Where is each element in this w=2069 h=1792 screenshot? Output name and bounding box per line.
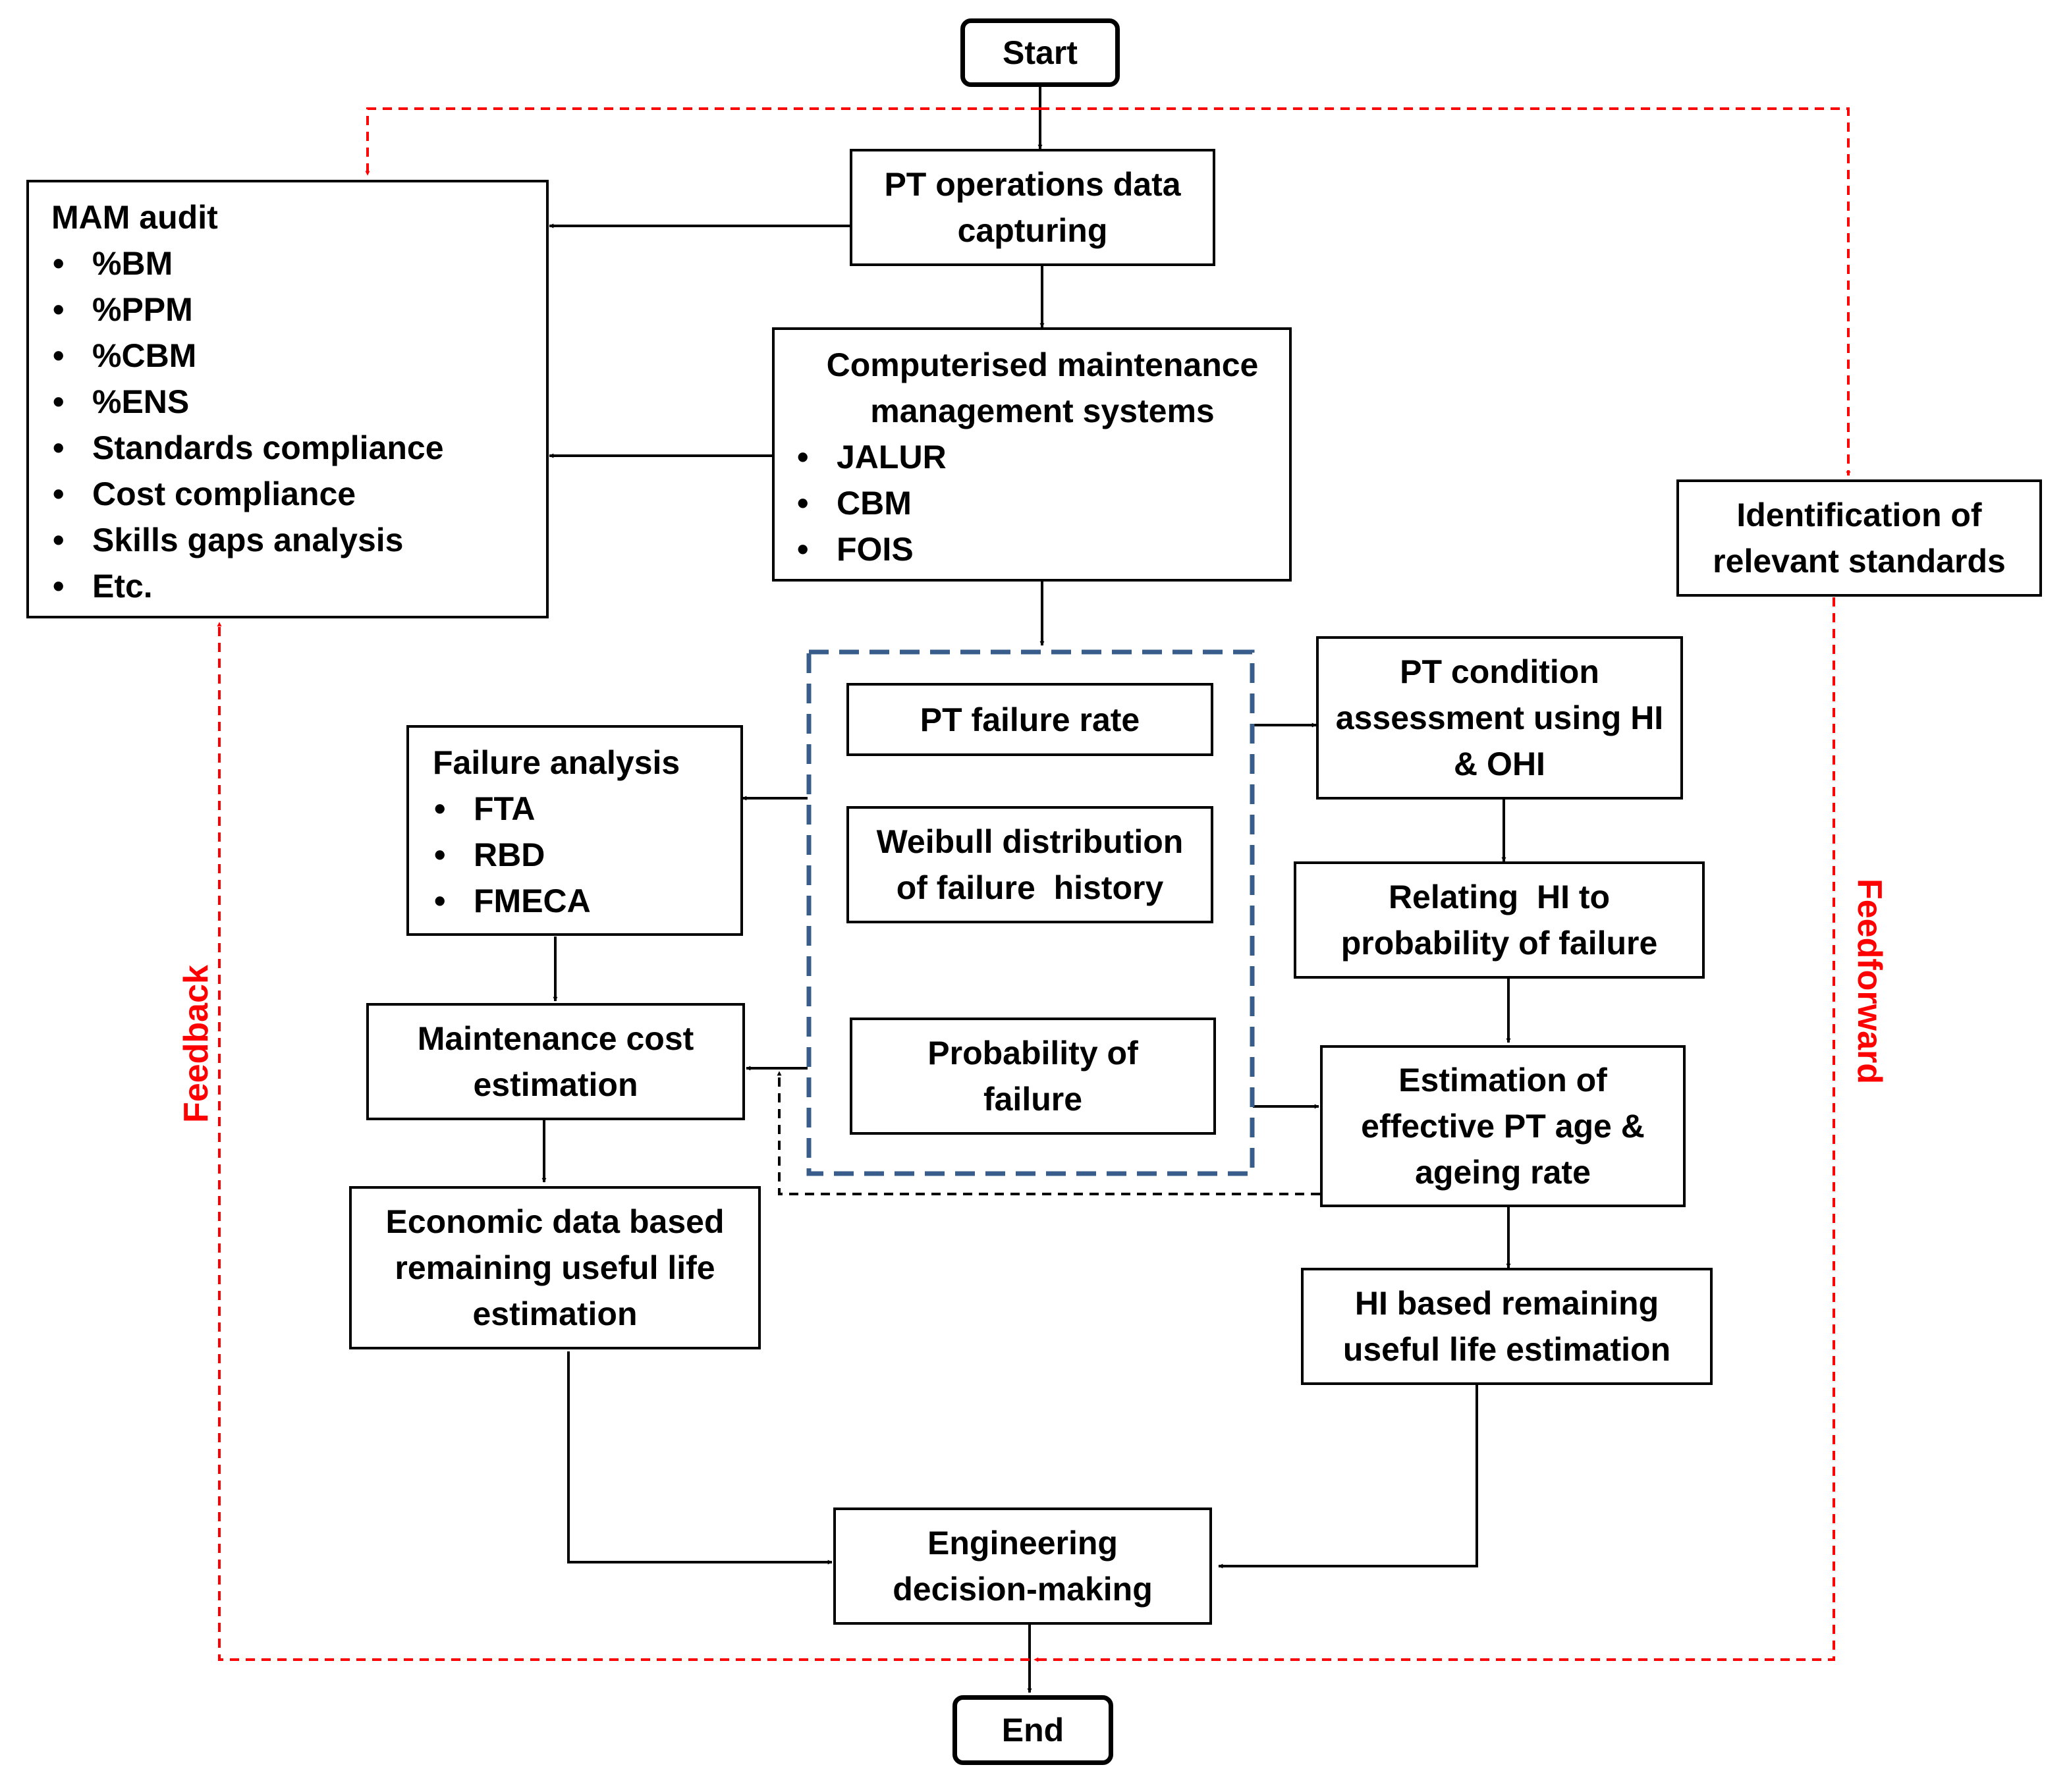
estimation-age-line-1: Estimation of (1398, 1062, 1607, 1099)
list-item: JALUR (796, 434, 947, 480)
arrow-economic-rul-to-engineering (567, 1351, 833, 1565)
mam-audit-box: MAM audit %BM %PPM %CBM %ENS Standards c… (26, 180, 549, 618)
cmms-box: Computerised maintenance management syst… (772, 327, 1292, 582)
feedforward-identification-to-end (1034, 597, 1835, 1662)
economic-rul-line-1: Economic data based (385, 1203, 725, 1240)
identification-line-1: Identification of (1736, 497, 1982, 533)
end-terminal: End (952, 1695, 1113, 1765)
weibull-line-1: Weibull distribution (876, 823, 1184, 860)
engineering-box: Engineering decision-making (833, 1507, 1212, 1625)
cmms-title-line-2: management systems (870, 393, 1215, 429)
condition-line-2: assessment using HI (1335, 699, 1664, 736)
cmms-title-line-1: Computerised maintenance (826, 346, 1259, 383)
feedforward-top-to-identification (1040, 107, 1851, 476)
list-item: %BM (51, 240, 444, 286)
feedforward-label: Feedforward (1850, 878, 1889, 1085)
engineering-line-2: decision-making (893, 1571, 1153, 1608)
weibull-line-2: of failure history (896, 869, 1164, 906)
probability-box: Probability of failure (850, 1018, 1216, 1135)
engineering-line-1: Engineering (927, 1525, 1118, 1561)
ops-capture-line-2: capturing (957, 212, 1108, 249)
identification-box: Identification of relevant standards (1676, 479, 2042, 597)
failure-analysis-title: Failure analysis (433, 744, 680, 781)
economic-rul-box: Economic data based remaining useful lif… (349, 1186, 761, 1349)
list-item: FMECA (433, 878, 591, 924)
hi-rul-box: HI based remaining useful life estimatio… (1301, 1268, 1713, 1385)
cmms-list: JALUR CBM FOIS (796, 434, 947, 572)
maint-cost-line-1: Maintenance cost (417, 1020, 694, 1057)
failure-rate-box: PT failure rate (846, 683, 1213, 756)
failure-analysis-list: FTA RBD FMECA (433, 786, 591, 924)
ops-capture-box: PT operations data capturing (850, 149, 1215, 266)
failure-rate-label: PT failure rate (920, 701, 1140, 738)
feedback-label: Feedback (177, 965, 215, 1123)
estimation-age-line-3: ageing rate (1415, 1154, 1591, 1191)
start-label: Start (1003, 34, 1078, 71)
estimation-age-line-2: effective PT age & (1361, 1108, 1645, 1145)
condition-line-1: PT condition (1400, 653, 1599, 690)
list-item: Standards compliance (51, 425, 444, 471)
feedforward-top-to-mam (365, 107, 1040, 176)
mam-audit-list: %BM %PPM %CBM %ENS Standards compliance … (51, 240, 444, 609)
economic-rul-line-2: remaining useful life (395, 1249, 715, 1286)
arrow-estimation-to-maint-cost-dashed (777, 1071, 1320, 1195)
analysis-group-border (806, 649, 1255, 1176)
list-item: %CBM (51, 333, 444, 379)
maint-cost-line-2: estimation (473, 1066, 638, 1103)
identification-line-2: relevant standards (1713, 543, 2006, 580)
hi-rul-line-1: HI based remaining (1354, 1285, 1659, 1322)
list-item: Skills gaps analysis (51, 517, 444, 563)
relating-hi-box: Relating HI to probability of failure (1294, 861, 1705, 979)
list-item: Etc. (51, 563, 444, 609)
weibull-box: Weibull distribution of failure history (846, 806, 1213, 923)
hi-rul-line-2: useful life estimation (1342, 1331, 1671, 1368)
maint-cost-box: Maintenance cost estimation (366, 1003, 745, 1120)
probability-line-2: failure (983, 1081, 1083, 1118)
ops-capture-line-1: PT operations data (884, 166, 1181, 203)
list-item: %ENS (51, 379, 444, 425)
start-terminal: Start (960, 18, 1120, 87)
failure-analysis-box: Failure analysis FTA RBD FMECA (406, 725, 743, 936)
list-item: FTA (433, 786, 591, 832)
end-label: End (1001, 1712, 1064, 1749)
economic-rul-line-3: estimation (472, 1295, 638, 1332)
list-item: CBM (796, 480, 947, 526)
condition-line-3: & OHI (1454, 746, 1545, 782)
list-item: RBD (433, 832, 591, 878)
condition-box: PT condition assessment using HI & OHI (1316, 636, 1683, 800)
list-item: Cost compliance (51, 471, 444, 517)
relating-hi-line-1: Relating HI to (1388, 879, 1611, 915)
list-item: %PPM (51, 286, 444, 333)
estimation-age-box: Estimation of effective PT age & ageing … (1320, 1045, 1686, 1207)
probability-line-1: Probability of (927, 1035, 1138, 1072)
mam-audit-title: MAM audit (51, 199, 218, 236)
feedback-end-to-mam (217, 622, 1030, 1661)
relating-hi-line-2: probability of failure (1340, 925, 1658, 962)
list-item: FOIS (796, 526, 947, 572)
arrow-hi-rul-to-engineering (1218, 1384, 1478, 1569)
